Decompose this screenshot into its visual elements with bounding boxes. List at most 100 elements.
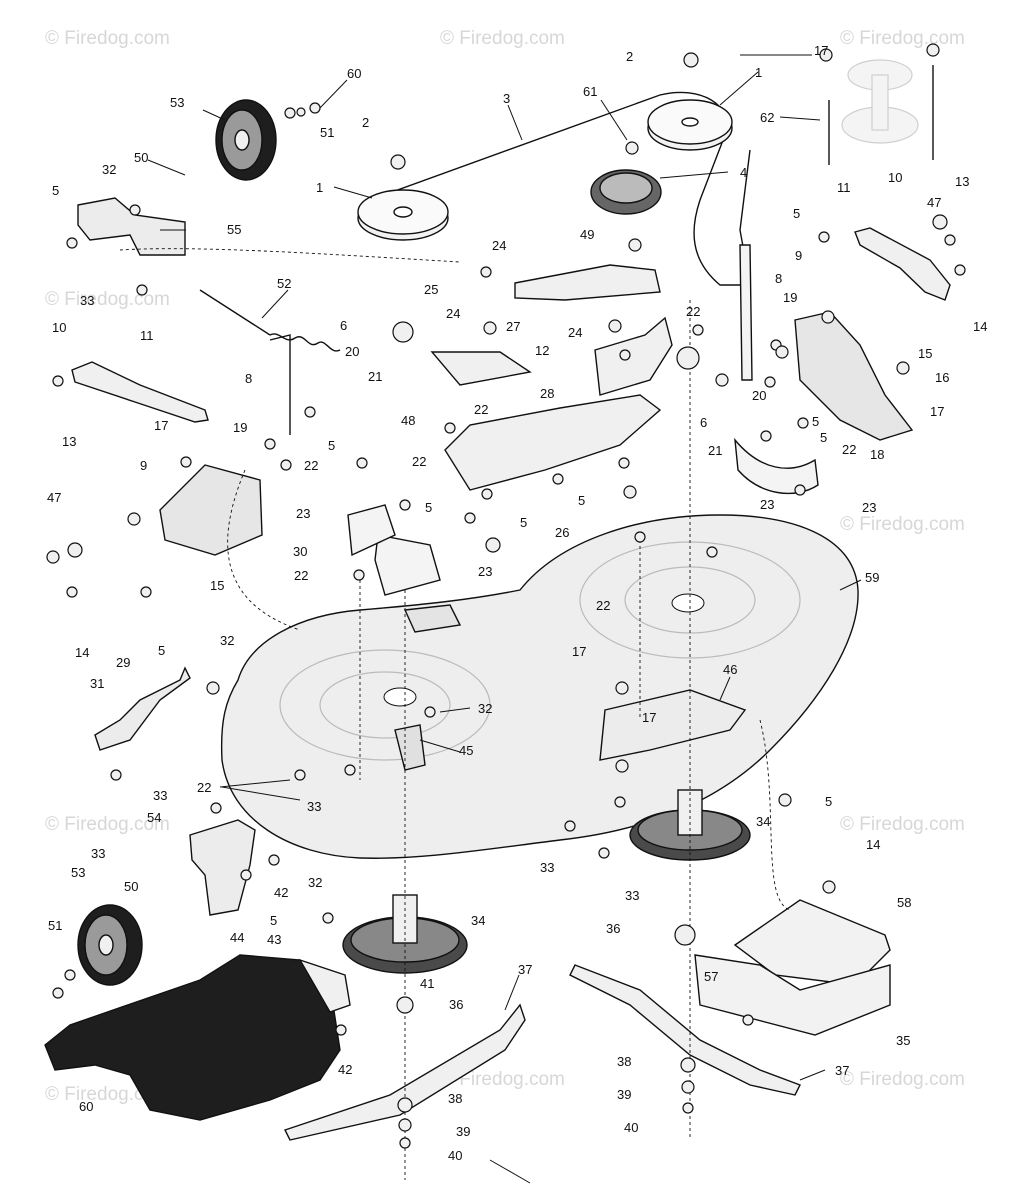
callout-8: 8 [775,271,782,286]
callout-23: 23 [862,500,876,515]
callout-20: 20 [345,344,359,359]
callout-14: 14 [866,837,880,852]
callout-2: 2 [362,115,369,130]
spring-52 [269,333,341,352]
watermark: © Firedog.com [840,1069,965,1090]
callout-10: 10 [888,170,902,185]
callout-5: 5 [812,414,819,429]
callout-32: 32 [478,701,492,716]
callout-35: 35 [896,1033,910,1048]
watermark: © Firedog.com [440,28,565,49]
callout-13: 13 [955,174,969,189]
bracket-35 [694,954,891,1036]
callout-33: 33 [625,888,639,903]
discharge-chute [44,954,341,1121]
callout-5: 5 [825,794,832,809]
callout-42: 42 [274,885,288,900]
callout-22: 22 [686,304,700,319]
callout-10: 10 [52,320,66,335]
callout-23: 23 [478,564,492,579]
callout-22: 22 [412,454,426,469]
baffle-23-center [374,534,441,596]
callout-17: 17 [154,418,168,433]
idler-pulley [590,169,662,215]
callout-33: 33 [91,846,105,861]
callout-labels: 1 1 2 2 3 4 5 5 5 5 5 5 5 5 5 5 5 6 6 8 … [47,43,987,1163]
callout-27: 27 [506,319,520,334]
callout-54: 54 [147,810,161,825]
ghost-pulley [841,59,919,144]
watermark: © Firedog.com [45,289,170,310]
callout-11: 11 [837,180,851,195]
callout-12: 12 [535,343,549,358]
bracket-55 [77,197,186,256]
callout-5: 5 [578,493,585,508]
callout-6: 6 [700,415,707,430]
callout-18: 18 [870,447,884,462]
callout-61: 61 [583,84,597,99]
callout-22: 22 [842,442,856,457]
callout-33: 33 [80,293,94,308]
callout-47: 47 [927,195,941,210]
bracket-30 [159,464,263,556]
callout-5: 5 [158,643,165,658]
callout-19: 19 [233,420,247,435]
callout-46: 46 [723,662,737,677]
callout-33: 33 [307,799,321,814]
lift-link-right [739,244,753,381]
callout-24: 24 [446,306,460,321]
blade-right [569,964,801,1096]
callout-17: 17 [642,710,656,725]
callout-60: 60 [79,1099,93,1114]
bracket-45 [394,724,426,771]
callout-5: 5 [328,438,335,453]
callout-2: 2 [626,49,633,64]
callout-14: 14 [973,319,987,334]
callout-22: 22 [596,598,610,613]
callout-36: 36 [606,921,620,936]
callout-34: 34 [471,913,485,928]
bracket-12 [594,316,673,396]
callout-38: 38 [448,1091,462,1106]
callout-57: 57 [704,969,718,984]
arm-11-right [854,227,951,301]
bracket-54 [189,819,256,916]
callout-51: 51 [48,918,62,933]
watermark: © Firedog.com [45,814,170,835]
callout-9: 9 [140,458,147,473]
callout-53: 53 [71,865,85,880]
watermark: © Firedog.com [840,514,965,535]
callout-5: 5 [270,913,277,928]
gauge-wheel-top [215,99,277,181]
callout-5: 5 [520,515,527,530]
gauge-wheel-bottom [77,904,143,986]
callout-15: 15 [918,346,932,361]
callout-45: 45 [459,743,473,758]
callout-8: 8 [245,371,252,386]
callout-24: 24 [568,325,582,340]
callout-51: 51 [320,125,334,140]
callout-5: 5 [793,206,800,221]
baffle-23-left [347,504,396,557]
cable-52 [199,289,271,336]
callout-17: 17 [814,43,828,58]
callout-11: 11 [140,328,154,343]
idler-arm [514,264,661,301]
pulley-right [647,99,733,151]
watermark: © Firedog.com [840,28,965,49]
callout-30: 30 [293,544,307,559]
callout-23: 23 [296,506,310,521]
callout-52: 52 [277,276,291,291]
callout-33: 33 [153,788,167,803]
callout-62: 62 [760,110,774,125]
baffle-23-right [734,437,819,495]
callout-26: 26 [555,525,569,540]
callout-5: 5 [52,183,59,198]
callout-49: 49 [580,227,594,242]
hardware [46,43,966,1149]
watermark: © Firedog.com [45,28,170,49]
callout-22: 22 [294,568,308,583]
callout-36: 36 [449,997,463,1012]
pulley-left [357,189,449,241]
